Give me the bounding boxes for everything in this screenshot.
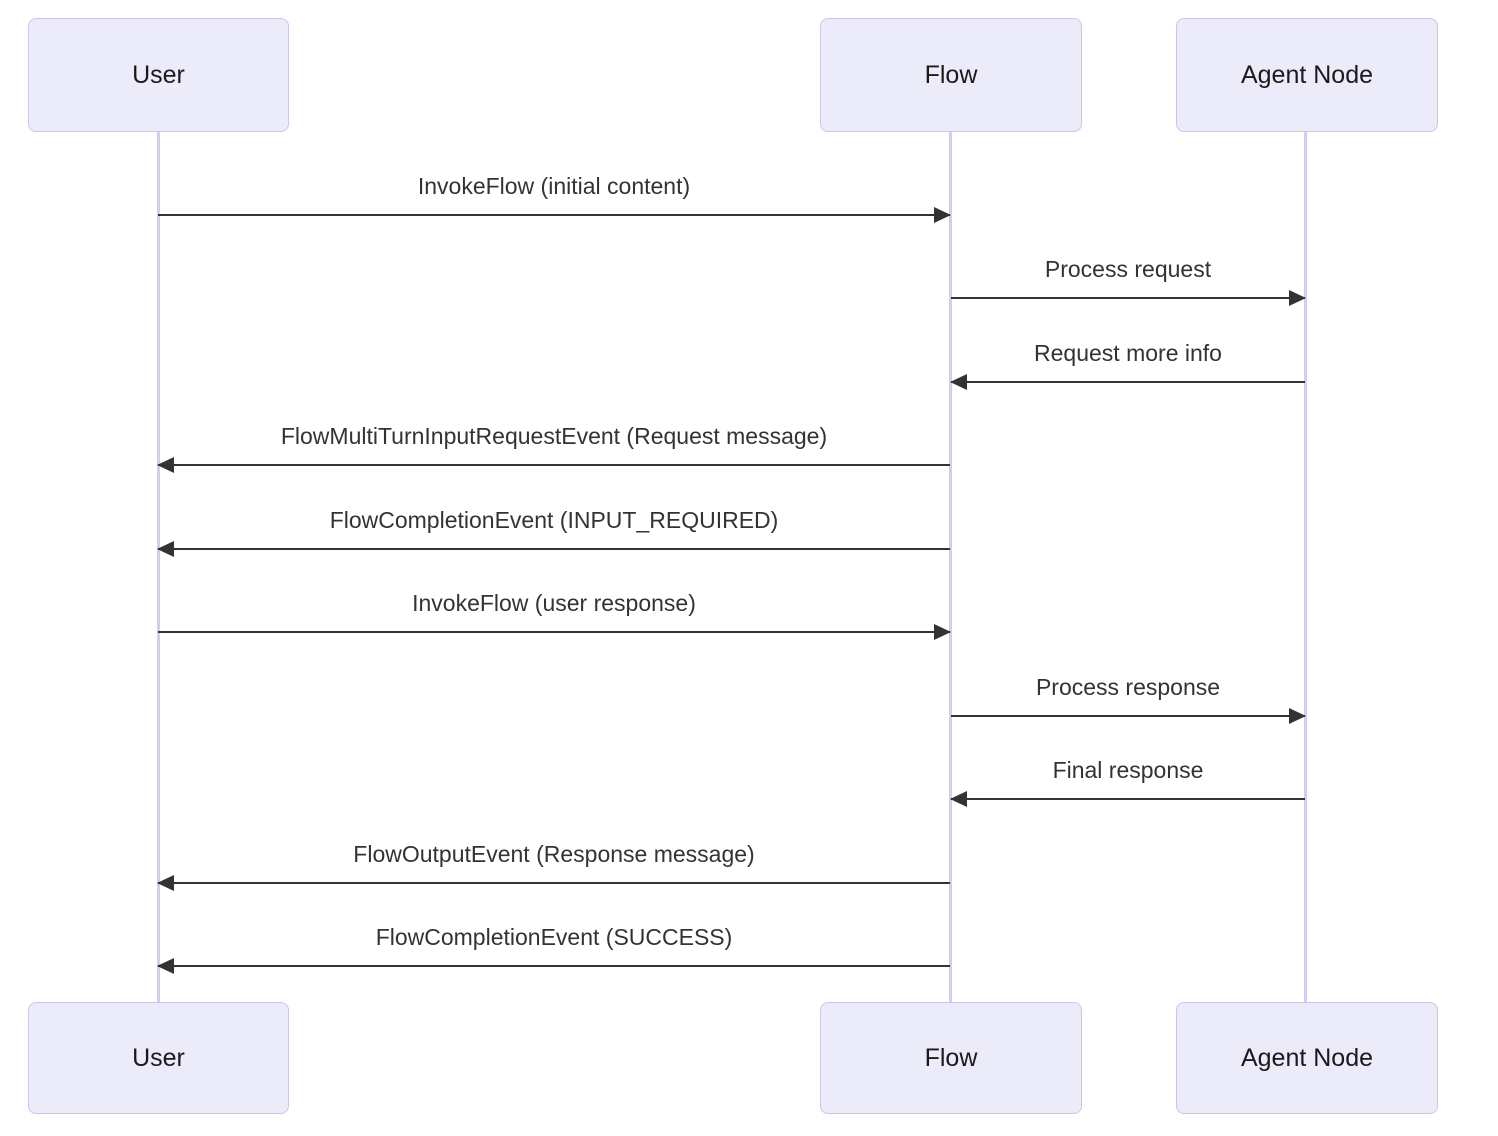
arrow-right-icon xyxy=(158,630,950,633)
message-label: Process request xyxy=(1044,256,1212,282)
message-label: FlowCompletionEvent (INPUT_REQUIRED) xyxy=(329,507,779,533)
arrow-right-icon xyxy=(158,213,950,216)
message-completion-success: FlowCompletionEvent (SUCCESS) xyxy=(158,921,950,967)
arrow-left-icon xyxy=(158,964,950,967)
message-label: InvokeFlow (initial content) xyxy=(417,173,691,199)
lifeline-flow xyxy=(949,132,952,1002)
message-label: FlowOutputEvent (Response message) xyxy=(353,841,755,867)
lifeline-user xyxy=(157,132,160,1002)
message-request-more-info: Request more info xyxy=(951,337,1305,383)
message-label: FlowMultiTurnInputRequestEvent (Request … xyxy=(280,423,828,449)
message-label: FlowCompletionEvent (SUCCESS) xyxy=(375,924,733,950)
arrow-right-icon xyxy=(951,714,1305,717)
arrow-left-icon xyxy=(951,797,1305,800)
message-invokeflow-initial: InvokeFlow (initial content) xyxy=(158,170,950,216)
participant-label-agent: Agent Node xyxy=(1240,60,1374,89)
arrow-left-icon xyxy=(158,547,950,550)
arrow-left-icon xyxy=(158,463,950,466)
message-multiturn-input-request: FlowMultiTurnInputRequestEvent (Request … xyxy=(158,420,950,466)
message-label: Process response xyxy=(1035,674,1221,700)
participant-box-flow-top: Flow xyxy=(820,18,1082,132)
participant-box-user-bottom: User xyxy=(28,1002,289,1114)
message-completion-input-required: FlowCompletionEvent (INPUT_REQUIRED) xyxy=(158,504,950,550)
message-final-response: Final response xyxy=(951,754,1305,800)
message-flow-output-event: FlowOutputEvent (Response message) xyxy=(158,838,950,884)
message-label: InvokeFlow (user response) xyxy=(412,590,696,616)
message-process-request: Process request xyxy=(951,253,1305,299)
lifeline-agent xyxy=(1304,132,1307,1002)
message-label: Final response xyxy=(1052,757,1204,783)
arrow-left-icon xyxy=(951,380,1305,383)
participant-label-user: User xyxy=(132,60,185,89)
message-invokeflow-user-response: InvokeFlow (user response) xyxy=(158,587,950,633)
participant-label-user: User xyxy=(132,1043,185,1072)
participant-label-agent: Agent Node xyxy=(1240,1043,1374,1072)
arrow-right-icon xyxy=(951,296,1305,299)
participant-box-agent-bottom: Agent Node xyxy=(1176,1002,1438,1114)
arrow-left-icon xyxy=(158,881,950,884)
participant-box-user-top: User xyxy=(28,18,289,132)
participant-box-agent-top: Agent Node xyxy=(1176,18,1438,132)
participant-label-flow: Flow xyxy=(924,60,978,89)
participant-label-flow: Flow xyxy=(924,1043,978,1072)
message-process-response: Process response xyxy=(951,671,1305,717)
message-label: Request more info xyxy=(1034,340,1222,366)
participant-box-flow-bottom: Flow xyxy=(820,1002,1082,1114)
